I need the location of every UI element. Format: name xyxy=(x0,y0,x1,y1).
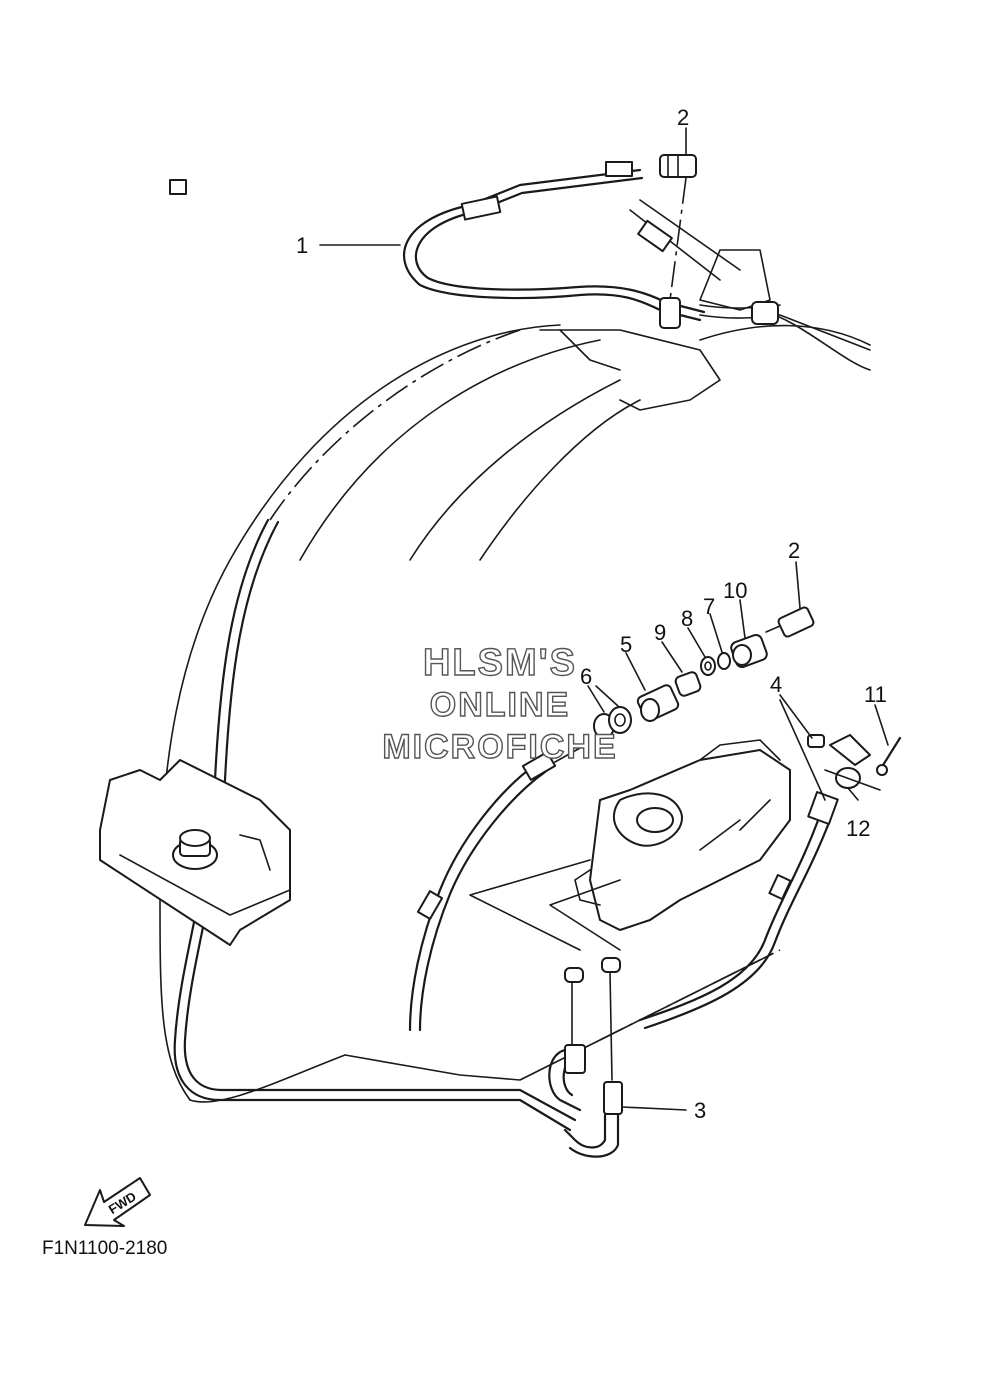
callout-5: 5 xyxy=(620,632,632,657)
callout-2-top: 2 xyxy=(677,105,689,130)
callout-3: 3 xyxy=(694,1098,706,1123)
hull-outline xyxy=(159,199,871,1103)
callout-2-lower: 2 xyxy=(788,538,800,563)
watermark-line-1: HLSM'S xyxy=(422,641,578,684)
callout-numbers: 1 2 2 3 4 5 6 7 8 9 10 11 12 xyxy=(296,105,887,1123)
mount-block xyxy=(99,759,291,946)
callout-6: 6 xyxy=(580,664,592,689)
jet-pump-body xyxy=(574,739,791,931)
watermark-line-2: ONLINE xyxy=(429,685,571,724)
callout-12: 12 xyxy=(846,816,870,841)
callout-1: 1 xyxy=(296,233,308,258)
pump-leader-lines xyxy=(469,859,621,951)
callout-4: 4 xyxy=(770,672,782,697)
diagram-code: F1N1100-2180 xyxy=(42,1238,168,1259)
fwd-arrow-icon: FWD xyxy=(84,1177,151,1227)
leader-lines xyxy=(319,127,889,1111)
part-2-top xyxy=(659,154,697,301)
cable-right xyxy=(638,791,839,1030)
callout-9: 9 xyxy=(654,620,666,645)
watermark-line-3: MICROFICHE xyxy=(382,727,618,766)
callout-7: 7 xyxy=(703,594,715,619)
callout-10: 10 xyxy=(723,578,747,603)
hose-fittings-lower xyxy=(548,957,623,1158)
cable-middle xyxy=(408,747,581,1032)
callout-8: 8 xyxy=(681,606,693,631)
cable-assembly-top xyxy=(169,161,871,351)
cable-long-left xyxy=(173,518,577,1132)
callout-11: 11 xyxy=(864,682,887,707)
